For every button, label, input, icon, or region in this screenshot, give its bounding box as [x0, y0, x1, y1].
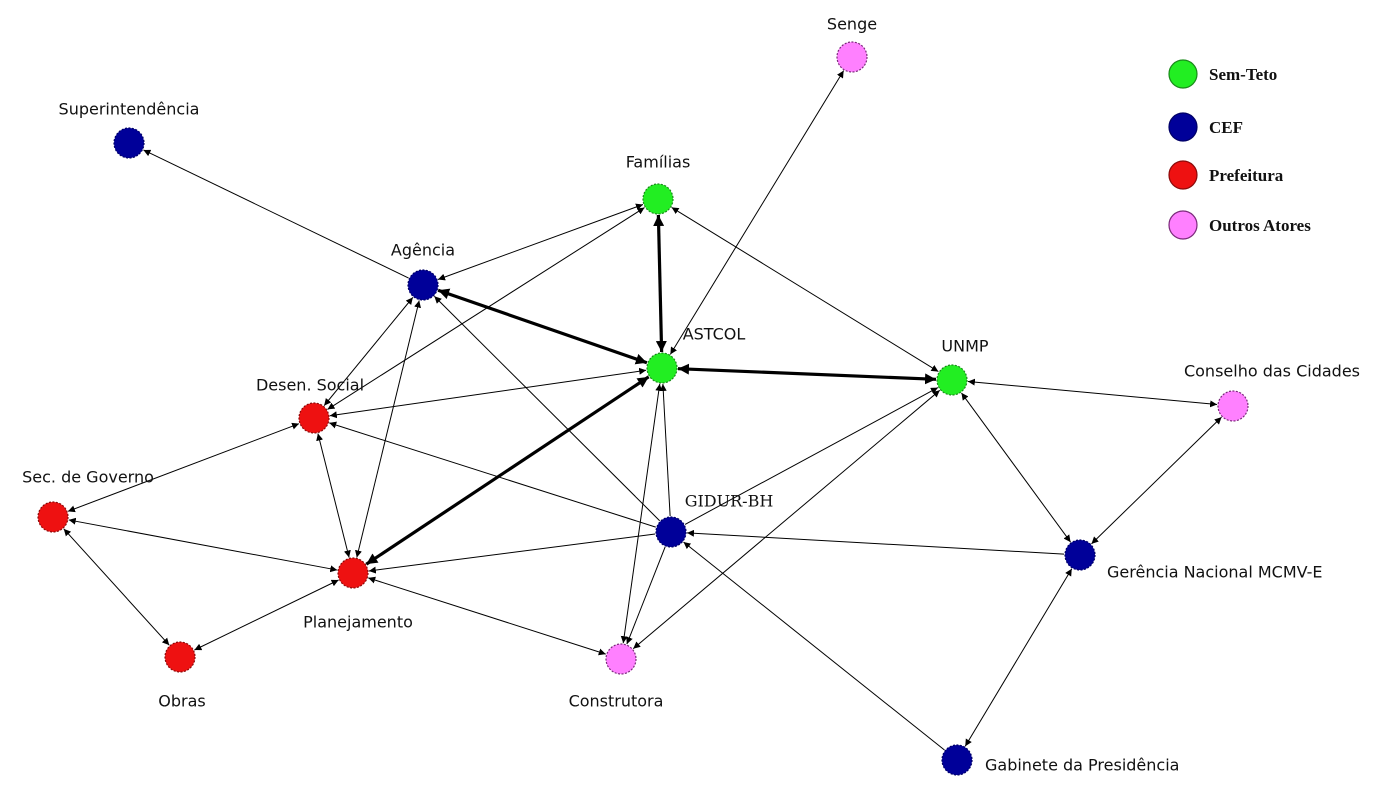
edges-layer — [63, 70, 1222, 751]
node-label: Famílias — [626, 153, 691, 172]
node-familias[interactable]: Famílias — [626, 153, 691, 215]
node-circle[interactable] — [113, 127, 145, 159]
legend-swatch — [1168, 112, 1198, 142]
legend-item-cef: CEF — [1168, 112, 1243, 142]
node-planejamento[interactable]: Planejamento — [303, 557, 413, 632]
edge-familias-agencia — [437, 203, 644, 281]
edge-gabinete-gidur — [683, 541, 945, 751]
node-label: Gerência Nacional MCMV-E — [1107, 563, 1323, 582]
edge-desen-secgov — [67, 422, 300, 513]
legend-item-semteto: Sem-Teto — [1168, 59, 1277, 89]
node-unmp[interactable]: UNMP — [936, 337, 989, 396]
node-circle[interactable] — [655, 516, 687, 548]
edge-gerencia-gidur — [686, 529, 1065, 555]
node-astcol[interactable]: ASTCOL — [646, 325, 746, 384]
node-label: Superintendência — [59, 100, 200, 119]
edge-planejamento-construtora — [368, 576, 606, 656]
edge-astcol-unmp — [677, 363, 937, 385]
node-gerencia[interactable]: Gerência Nacional MCMV-E — [1064, 539, 1323, 582]
legend-item-outros: Outros Atores — [1168, 210, 1311, 240]
node-circle[interactable] — [1064, 539, 1096, 571]
node-label: GIDUR-BH — [685, 492, 774, 511]
node-circle[interactable] — [1217, 390, 1249, 422]
node-construtora[interactable]: Construtora — [569, 643, 664, 711]
legend-label: Sem-Teto — [1209, 65, 1277, 84]
legend-item-prefeitura: Prefeitura — [1168, 160, 1284, 190]
node-label: Desen. Social — [256, 376, 364, 395]
edge-astcol-construtora — [620, 383, 663, 644]
edge-unmp-gerencia — [961, 392, 1071, 543]
node-label: Conselho das Cidades — [1184, 362, 1360, 381]
legend-swatch — [1168, 160, 1198, 190]
node-senge[interactable]: Senge — [827, 15, 877, 73]
node-gabinete[interactable]: Gabinete da Presidência — [941, 744, 1179, 776]
edge-gerencia-gabinete — [964, 568, 1073, 747]
edge-desen-planejamento — [316, 433, 351, 558]
node-circle[interactable] — [941, 744, 973, 776]
edge-gidur-astcol — [659, 383, 671, 517]
edge-planejamento-agencia — [355, 300, 421, 558]
node-circle[interactable] — [605, 643, 637, 675]
nodes-layer: SengeSuperintendênciaFamíliasAgênciaASTC… — [22, 15, 1360, 776]
node-circle[interactable] — [164, 641, 196, 673]
node-agencia[interactable]: Agência — [391, 241, 455, 301]
node-label: Senge — [827, 15, 877, 34]
edge-familias-astcol — [653, 214, 667, 353]
node-superintendencia[interactable]: Superintendência — [59, 100, 200, 159]
node-conselho[interactable]: Conselho das Cidades — [1184, 362, 1360, 422]
edge-gidur-construtora — [626, 546, 666, 645]
edge-planejamento-obras — [194, 579, 339, 651]
node-label: Sec. de Governo — [22, 468, 154, 487]
node-circle[interactable] — [37, 501, 69, 533]
legend-swatch — [1168, 210, 1198, 240]
edge-astcol-planejamento — [365, 375, 650, 566]
node-circle[interactable] — [836, 41, 868, 73]
edge-secgov-obras — [63, 528, 170, 646]
legend-label: Prefeitura — [1209, 166, 1284, 185]
edge-gidur-planejamento — [368, 533, 656, 574]
node-desen[interactable]: Desen. Social — [256, 376, 364, 434]
edge-familias-unmp — [671, 206, 939, 373]
edge-secgov-planejamento — [68, 517, 338, 573]
node-label: UNMP — [941, 337, 988, 356]
edge-gidur-desen — [329, 421, 656, 528]
node-label: Planejamento — [303, 613, 413, 632]
legend-label: CEF — [1209, 118, 1243, 137]
node-gidur[interactable]: GIDUR-BH — [655, 492, 774, 548]
node-circle[interactable] — [407, 269, 439, 301]
node-secgov[interactable]: Sec. de Governo — [22, 468, 154, 533]
edge-agencia-superintendencia — [143, 149, 409, 279]
edge-agencia-astcol — [437, 288, 648, 365]
node-label: Gabinete da Presidência — [985, 756, 1179, 775]
node-circle[interactable] — [642, 183, 674, 215]
node-circle[interactable] — [298, 402, 330, 434]
legend-label: Outros Atores — [1209, 216, 1311, 235]
node-label: Obras — [158, 692, 205, 711]
edge-gidur-agencia — [433, 295, 661, 522]
legend-swatch — [1168, 59, 1198, 89]
node-obras[interactable]: Obras — [158, 641, 206, 711]
node-circle[interactable] — [936, 364, 968, 396]
edge-astcol-senge — [669, 70, 845, 355]
node-label: Construtora — [569, 692, 664, 711]
node-circle[interactable] — [646, 352, 678, 384]
edge-conselho-gerencia — [1091, 416, 1222, 545]
node-label: ASTCOL — [683, 325, 746, 344]
edge-unmp-conselho — [967, 378, 1218, 408]
node-circle[interactable] — [337, 557, 369, 589]
edge-unmp-construtora — [632, 389, 941, 650]
node-label: Agência — [391, 241, 455, 260]
